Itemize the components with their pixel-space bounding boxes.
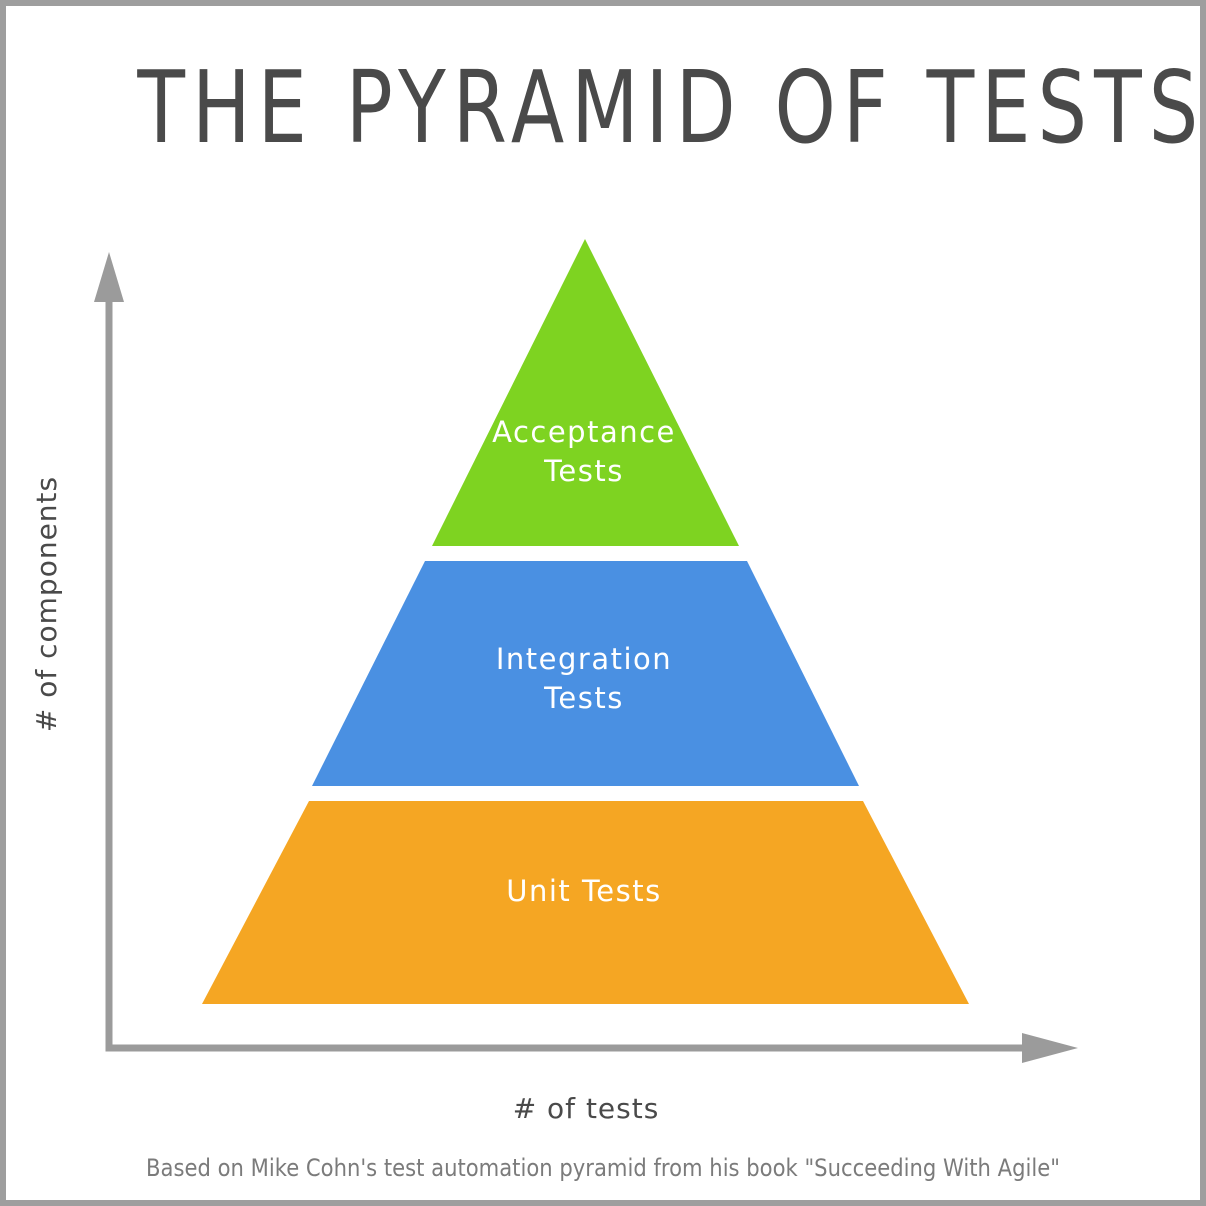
x-axis-arrowhead xyxy=(1022,1033,1078,1063)
y-axis-label: # of components xyxy=(30,476,63,732)
axis-lines xyxy=(105,298,1036,1052)
x-axis-label: # of tests xyxy=(513,1092,660,1125)
pyramid-diagram: Acceptance Tests Integration Tests Unit … xyxy=(30,239,1078,1125)
acceptance-tier-label-line2: Tests xyxy=(543,454,624,488)
acceptance-tier xyxy=(432,239,739,546)
page-title: THE PYRAMID OF TESTS xyxy=(137,49,1206,166)
acceptance-tier-label-line1: Acceptance xyxy=(492,415,676,449)
integration-tier xyxy=(312,561,859,786)
integration-tier-label-line1: Integration xyxy=(496,642,672,676)
y-axis-arrowhead xyxy=(94,252,124,302)
unit-tier xyxy=(202,801,969,1004)
source-caption: Based on Mike Cohn's test automation pyr… xyxy=(146,1154,1060,1182)
integration-tier-label-line2: Tests xyxy=(543,681,624,715)
unit-tier-label: Unit Tests xyxy=(506,874,661,908)
